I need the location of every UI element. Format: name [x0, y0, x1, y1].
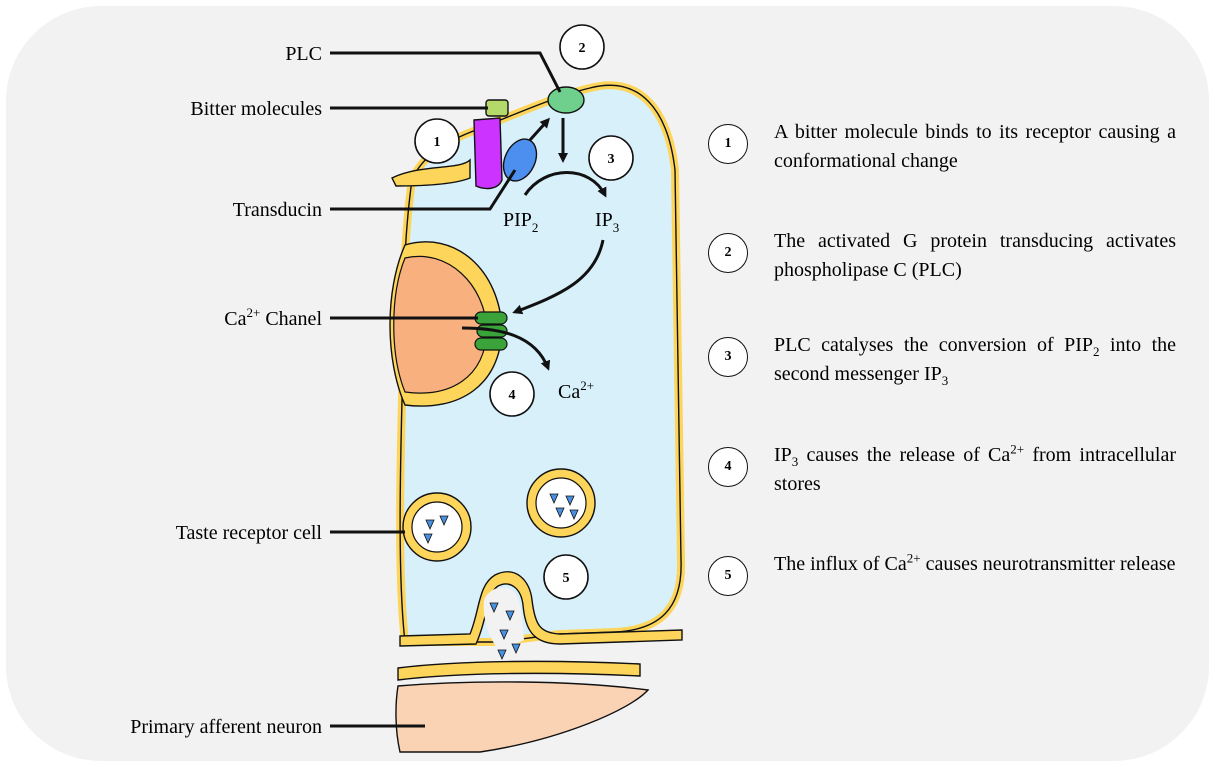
ca-channel-label: Ca2+ Chanel [224, 305, 322, 330]
step-4-badge: 4 [708, 447, 748, 487]
step-2: 2 The activated G protein transducing ac… [708, 227, 1178, 285]
vesicle-left [403, 493, 471, 561]
vesicle-right [527, 469, 595, 537]
plc-label: PLC [285, 43, 322, 65]
diagram-marker-2-text: 2 [579, 41, 586, 56]
diagram-marker-3-text: 3 [608, 152, 615, 167]
step-1-text: A bitter molecule binds to its receptor … [774, 118, 1176, 176]
step-4-text: IP3 causes the release of Ca2+ from intr… [774, 441, 1176, 499]
taste-receptor-cell-label: Taste receptor cell [176, 522, 323, 544]
plc-shape [548, 87, 584, 113]
transducin-label: Transducin [233, 199, 322, 221]
step-5-badge: 5 [708, 556, 748, 596]
step-3-text: PLC catalyses the conversion of PIP2 int… [774, 331, 1176, 389]
diagram-marker-1: 1 [415, 119, 459, 163]
bitter-molecule-shape [486, 100, 508, 116]
step-2-text: The activated G protein transducing acti… [774, 227, 1176, 285]
step-2-badge: 2 [708, 233, 748, 273]
step-5-text: The influx of Ca2+ causes neurotransmitt… [774, 550, 1176, 579]
diagram-marker-4-text: 4 [509, 388, 516, 403]
diagram-marker-4: 4 [490, 372, 534, 416]
primary-afferent-neuron-label: Primary afferent neuron [130, 716, 322, 738]
diagram-marker-3: 3 [589, 136, 633, 180]
step-1: 1 A bitter molecule binds to its recepto… [708, 118, 1178, 176]
step-1-badge: 1 [708, 124, 748, 164]
bitter-molecules-label: Bitter molecules [190, 98, 322, 120]
bitter-receptor-shape [474, 118, 502, 188]
step-5: 5 The influx of Ca2+ causes neurotransmi… [708, 550, 1178, 596]
diagram-marker-2: 2 [560, 25, 604, 69]
diagram-marker-5-text: 5 [563, 571, 570, 586]
step-4: 4 IP3 causes the release of Ca2+ from in… [708, 441, 1178, 499]
diagram-marker-1-text: 1 [434, 135, 441, 150]
diagram-marker-5: 5 [544, 555, 588, 599]
step-3-badge: 3 [708, 337, 748, 377]
step-3: 3 PLC catalyses the conversion of PIP2 i… [708, 331, 1178, 389]
